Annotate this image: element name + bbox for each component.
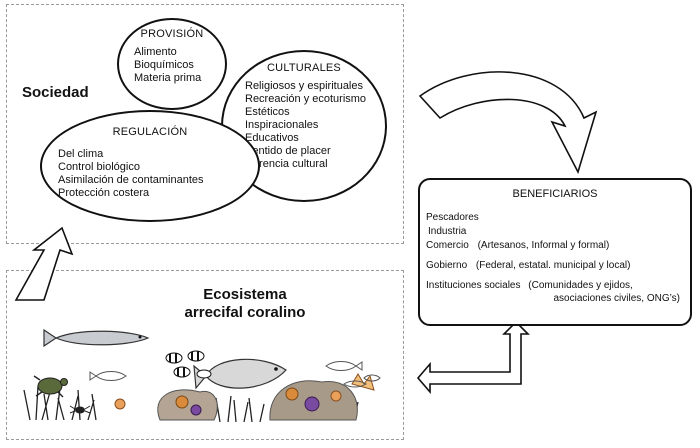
beneficiario-comercio: Comercio (Artesanos, Informal y formal) <box>426 240 609 251</box>
culturales-ellipse: CULTURALES Religiosos y espirituales Rec… <box>221 50 387 202</box>
gobierno-detail: (Federal, estatal. municipal y local) <box>475 260 631 271</box>
beneficiarios-title: BENEFICIARIOS <box>512 188 598 200</box>
beneficiario-gobierno: Gobierno (Federal, estatal. municipal y … <box>426 260 630 271</box>
provision-list: Alimento Bioquímicos Materia prima <box>134 46 201 85</box>
fish-icon <box>165 350 212 379</box>
ecosistema-title-line-1: Ecosistema <box>203 286 287 303</box>
culturales-item: Inspiracionales <box>245 119 319 131</box>
provision-ellipse: PROVISIÓN Alimento Bioquímicos Materia p… <box>117 18 227 110</box>
sociedad-label: Sociedad <box>22 84 89 101</box>
regulacion-ellipse: REGULACIÓN Del clima Control biológico A… <box>40 110 260 222</box>
culturales-item: Educativos <box>245 132 299 144</box>
regulacion-list: Del clima Control biológico Asimilación … <box>58 148 204 200</box>
instituciones-detail-2: asociaciones civiles, ONG’s) <box>553 293 680 304</box>
provision-title: PROVISIÓN <box>140 28 204 40</box>
ecosistema-title-line-2: arrecifal coralino <box>184 304 306 321</box>
ecosystem-region <box>6 270 404 440</box>
ecosistema-title: Ecosistema arrecifal coralino <box>130 286 360 322</box>
provision-item: Materia prima <box>134 72 202 84</box>
regulacion-item: Del clima <box>58 148 104 160</box>
gobierno-label: Gobierno <box>426 260 468 271</box>
fish-icon <box>193 358 287 390</box>
instituciones-detail-1: (Comunidades y ejidos, <box>528 280 633 291</box>
beneficiario-pescadores: Pescadores <box>426 212 479 223</box>
provision-item: Alimento <box>134 46 177 58</box>
beneficiario-instituciones: Instituciones sociales (Comunidades y ej… <box>426 280 633 291</box>
regulacion-item: Control biológico <box>58 161 140 173</box>
beneficiarios-box: BENEFICIARIOS Pescadores Industria Comer… <box>418 178 692 326</box>
beneficiario-industria: Industria <box>428 226 467 237</box>
comercio-label: Comercio <box>426 240 469 251</box>
curved-arrow-society-to-beneficiarios <box>418 71 598 175</box>
crab-icon <box>69 405 91 414</box>
society-region <box>6 4 404 244</box>
elbow-arrow-beneficiarios-to-ecosystem <box>416 320 530 395</box>
up-arrow-ecosystem-to-society <box>14 226 74 301</box>
culturales-list: Religiosos y espirituales Recreación y e… <box>245 80 366 171</box>
culturales-item: Sentido de placer <box>245 145 331 157</box>
culturales-item: Religiosos y espirituales <box>245 80 363 92</box>
culturales-title: CULTURALES <box>267 62 341 74</box>
comercio-detail: (Artesanos, Informal y formal) <box>477 240 610 251</box>
turtle-icon <box>33 375 68 398</box>
culturales-item: Herencia cultural <box>245 158 328 170</box>
culturales-item: Estéticos <box>245 106 290 118</box>
regulacion-title: REGULACIÓN <box>112 126 188 138</box>
regulacion-item: Protección costera <box>58 187 150 199</box>
instituciones-label: Instituciones sociales <box>426 280 521 291</box>
coral-icon <box>114 373 375 416</box>
fish-icon <box>89 361 381 388</box>
culturales-item: Recreación y ecoturismo <box>245 93 367 105</box>
regulacion-item: Asimilación de contaminantes <box>58 174 204 186</box>
fish-icon <box>43 328 150 348</box>
coral-reef-illustration <box>23 328 381 423</box>
provision-item: Bioquímicos <box>134 59 194 71</box>
